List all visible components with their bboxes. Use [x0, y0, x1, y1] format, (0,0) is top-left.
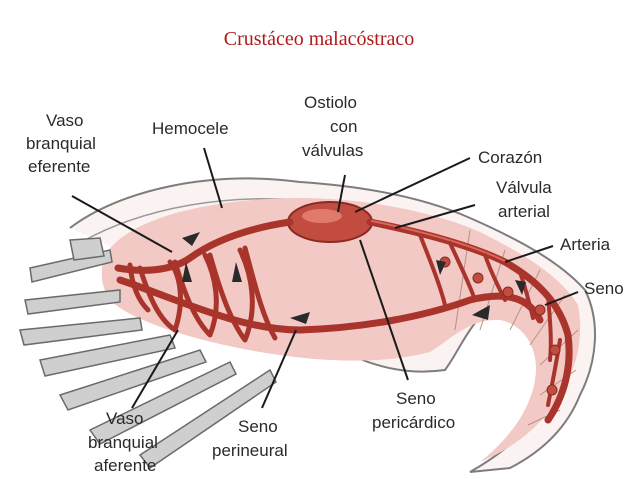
appendages — [19, 237, 277, 470]
label-arteria: Arteria — [560, 235, 611, 254]
circulatory-vessels — [114, 201, 573, 424]
label-vaso-branquial-aferente: Vaso branquial aferente — [88, 409, 163, 475]
label-pointers — [71, 147, 579, 409]
diagram-title: Crustáceo malacóstraco — [223, 28, 415, 50]
label-corazon: Corazón — [478, 148, 542, 167]
label-valvula-arterial: Válvula arterial — [496, 178, 557, 221]
label-vaso-branquial-eferente: Vaso branquial eferente — [26, 111, 101, 176]
label-seno: Seno — [584, 279, 624, 298]
label-hemocele: Hemocele — [152, 119, 229, 138]
flow-arrows — [182, 232, 526, 324]
label-ostiolo-con-valvulas: Ostiolo con válvulas — [302, 93, 363, 160]
labels: Vaso branquial eferente Hemocele Ostiolo… — [26, 93, 624, 475]
label-seno-pericardico: Seno pericárdico — [372, 389, 455, 432]
label-seno-perineural: Seno perineural — [212, 417, 288, 460]
